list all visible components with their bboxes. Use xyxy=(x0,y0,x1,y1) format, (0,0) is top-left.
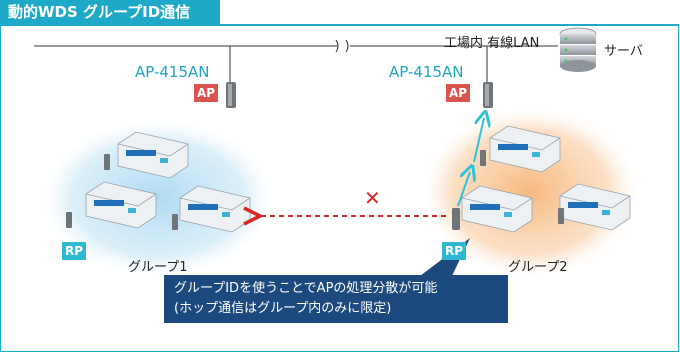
group-1-area xyxy=(36,116,280,280)
wired-lan-line xyxy=(34,39,558,90)
ap-device-icon-1 xyxy=(226,82,236,108)
hop-arrows xyxy=(457,118,484,207)
callout-box: グループIDを使うことでAPの処理分散が可能 (ホップ通信はグループ内のみに限定… xyxy=(164,275,508,323)
rp-device-icon xyxy=(452,208,460,230)
group-2-label: グループ2 xyxy=(508,260,568,275)
machine-icon xyxy=(117,131,189,179)
rp-badge-group-1: RP xyxy=(62,242,86,260)
ap-badge-2: AP xyxy=(446,84,470,102)
client-device-icon xyxy=(480,150,486,166)
ap-device-icon-2 xyxy=(483,82,493,108)
machine-icon xyxy=(461,185,533,233)
callout-line-1: グループIDを使うことでAPの処理分散が可能 xyxy=(174,281,438,296)
ap-badge-1: AP xyxy=(194,84,218,102)
callout-line-2: (ホップ通信はグループ内のみに限定) xyxy=(174,301,392,316)
ap-model-label-2: AP-415AN xyxy=(389,63,464,81)
server-icon xyxy=(559,27,597,72)
machine-icon xyxy=(489,125,561,173)
group-2-area xyxy=(418,104,642,280)
rp-badge-group-2: RP xyxy=(442,242,466,260)
client-device-icon xyxy=(66,212,72,228)
machine-icon xyxy=(559,183,631,231)
group-1-label: グループ1 xyxy=(128,260,188,275)
client-device-icon xyxy=(104,154,110,170)
diagram-title: 動的WDS グループID通信 xyxy=(0,0,220,24)
client-device-icon xyxy=(558,208,564,224)
ap-model-label-1: AP-415AN xyxy=(135,63,210,81)
diagram-frame xyxy=(0,24,679,352)
machine-icon xyxy=(85,181,157,229)
client-device-icon xyxy=(172,214,178,230)
lan-label: 工場内 有線LAN xyxy=(444,36,540,51)
server-label: サーバ xyxy=(604,44,643,59)
blocked-mark: ✕ xyxy=(364,186,381,210)
